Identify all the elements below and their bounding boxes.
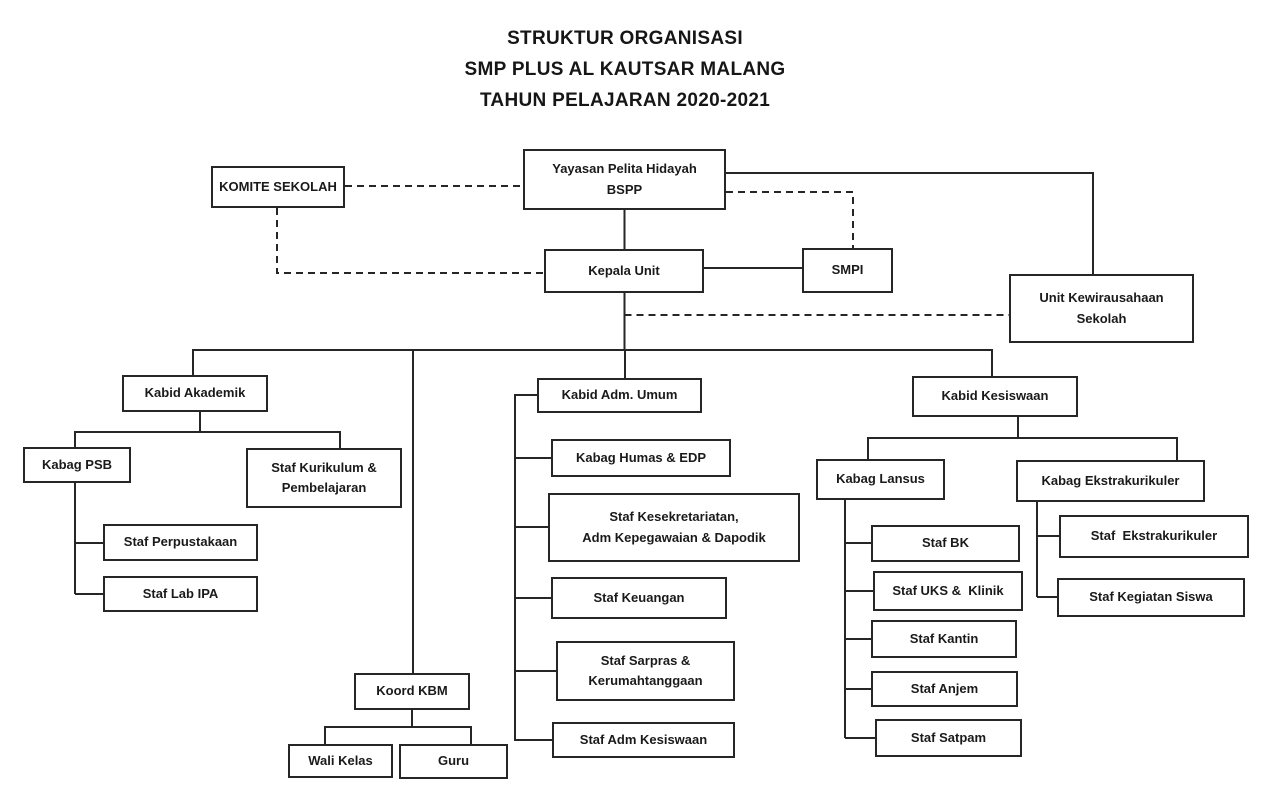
node-label: Staf Satpam xyxy=(910,729,987,745)
node-label: Staf Sarpras & xyxy=(600,652,691,668)
node-label: Guru xyxy=(437,753,470,769)
node-kabag-humas-edp: Kabag Humas & EDP xyxy=(551,439,731,477)
node-kabid-kesiswaan: Kabid Kesiswaan xyxy=(912,376,1078,417)
node-staf-kurikulum-pembelajaran: Staf Kurikulum & Pembelajaran xyxy=(246,448,402,508)
node-staf-bk: Staf BK xyxy=(871,525,1020,562)
node-label: Kabid Adm. Umum xyxy=(561,387,678,403)
node-label: KOMITE SEKOLAH xyxy=(219,178,337,194)
page-title: STRUKTUR ORGANISASI SMP PLUS AL KAUTSAR … xyxy=(0,23,1250,116)
node-kabag-ekstrakurikuler: Kabag Ekstrakurikuler xyxy=(1016,460,1205,502)
node-staf-ekstrakurikuler: Staf Ekstrakurikuler xyxy=(1059,515,1249,558)
node-staf-anjem: Staf Anjem xyxy=(871,671,1018,707)
node-guru: Guru xyxy=(399,744,508,779)
node-kepala-unit: Kepala Unit xyxy=(544,249,704,293)
title-line-2: SMP PLUS AL KAUTSAR MALANG xyxy=(464,59,786,80)
node-label: Staf Adm Kesiswaan xyxy=(579,731,708,747)
node-koord-kbm: Koord KBM xyxy=(354,673,470,710)
title-line-1: STRUKTUR ORGANISASI xyxy=(507,28,743,49)
node-label: Staf Kesekretariatan, xyxy=(609,509,739,525)
node-staf-adm-kesiswaan: Staf Adm Kesiswaan xyxy=(552,722,735,758)
node-label: Kabag Lansus xyxy=(836,471,925,487)
node-label: Koord KBM xyxy=(376,683,448,699)
node-label: Unit Kewirausahaan xyxy=(1039,290,1164,306)
node-label: Staf Lab IPA xyxy=(142,585,219,601)
node-label: Kepala Unit xyxy=(588,262,660,278)
node-label: BSPP xyxy=(606,181,643,197)
node-staf-sarpras-kerumahtanggaan: Staf Sarpras & Kerumahtanggaan xyxy=(556,641,735,701)
node-label: Staf Kantin xyxy=(909,630,979,646)
node-label: Kabid Kesiswaan xyxy=(941,388,1049,404)
node-staf-perpustakaan: Staf Perpustakaan xyxy=(103,524,258,561)
node-label: Staf BK xyxy=(922,535,969,551)
solid-connectors xyxy=(74,172,1178,744)
node-staf-satpam: Staf Satpam xyxy=(875,719,1022,757)
node-label: Kabid Akademik xyxy=(144,385,246,401)
node-kabid-adm-umum: Kabid Adm. Umum xyxy=(537,378,702,413)
node-komite-sekolah: KOMITE SEKOLAH xyxy=(211,166,345,208)
node-label: Staf Perpustakaan xyxy=(123,534,238,550)
node-label: Kabag Ekstrakurikuler xyxy=(1041,472,1180,488)
node-label: Staf Anjem xyxy=(910,680,979,696)
node-label: SMPI xyxy=(831,262,864,278)
node-label: Kerumahtanggaan xyxy=(588,673,703,688)
node-label: Staf Kurikulum & xyxy=(271,459,377,475)
node-smpi: SMPI xyxy=(802,248,893,293)
node-label: Staf Kegiatan Siswa xyxy=(1089,589,1213,605)
node-label: Kabag Humas & EDP xyxy=(575,449,707,465)
node-staf-keuangan: Staf Keuangan xyxy=(551,577,727,619)
node-label: Yayasan Pelita Hidayah xyxy=(552,161,697,177)
dashed-connectors xyxy=(276,185,1009,316)
title-line-3: TAHUN PELAJARAN 2020-2021 xyxy=(479,90,771,111)
node-label: Sekolah xyxy=(1076,310,1127,326)
node-label: Kabag PSB xyxy=(41,456,113,472)
node-label: Staf Keuangan xyxy=(593,589,685,605)
node-staf-kegiatan-siswa: Staf Kegiatan Siswa xyxy=(1057,578,1245,617)
node-wali-kelas: Wali Kelas xyxy=(288,744,393,778)
node-yayasan-pelita-hidayah: Yayasan Pelita Hidayah BSPP xyxy=(523,149,726,210)
node-label: Staf Ekstrakurikuler xyxy=(1090,528,1218,544)
node-label: Pembelajaran xyxy=(281,480,367,495)
node-staf-uks-klinik: Staf UKS & Klinik xyxy=(873,571,1023,611)
node-staf-kantin: Staf Kantin xyxy=(871,620,1017,658)
node-kabag-lansus: Kabag Lansus xyxy=(816,459,945,500)
node-label: Wali Kelas xyxy=(308,752,373,768)
node-unit-kewirausahaan-sekolah: Unit Kewirausahaan Sekolah xyxy=(1009,274,1194,343)
node-staf-kesekretariatan: Staf Kesekretariatan, Adm Kepegawaian & … xyxy=(548,493,800,562)
node-kabid-akademik: Kabid Akademik xyxy=(122,375,268,412)
node-kabag-psb: Kabag PSB xyxy=(23,447,131,483)
node-staf-lab-ipa: Staf Lab IPA xyxy=(103,576,258,612)
node-label: Adm Kepegawaian & Dapodik xyxy=(582,529,766,545)
node-label: Staf UKS & Klinik xyxy=(892,582,1004,598)
